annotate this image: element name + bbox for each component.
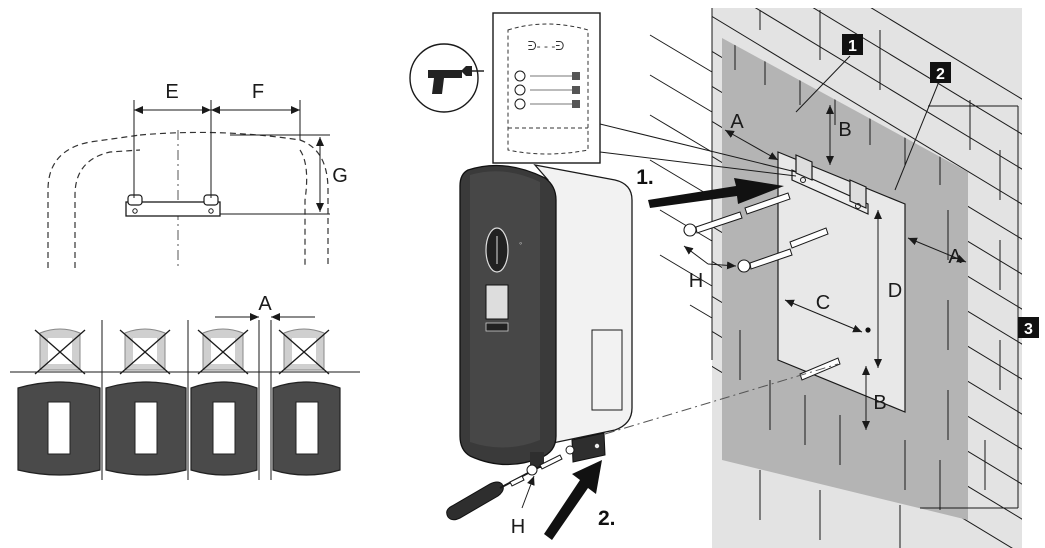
svg-text:1: 1 [848,38,857,55]
inverter-valid-3 [190,381,258,476]
label-D: D [888,280,902,302]
label-A-spacing: A [258,293,272,315]
inverter-valid-4 [272,381,341,476]
spacing-top-view: E F G [47,81,348,268]
label-H-bottom: H [511,516,525,538]
badge-1: 1 [842,34,863,55]
inverter: ◦ [459,164,633,468]
alignment-line [604,363,839,435]
svg-text:ᕭ- - -ᕭ: ᕭ- - -ᕭ [528,39,565,53]
dowel-middle [789,227,829,249]
inverter-valid-1 [17,381,101,476]
label-A-wall-right: A [948,246,962,268]
label-H-wall: H [689,270,703,292]
screw-top [683,211,743,237]
dowel-top [744,192,791,215]
invalid-position-4 [278,328,330,375]
wall-bracket [791,154,869,215]
wall-grid-lines [711,8,1001,548]
zone-3-bracket [920,105,1019,509]
step-2-arrow: 2. [544,460,616,540]
wall-dimensions: A B A C D B [724,105,967,430]
step-2-label: 2. [598,507,616,530]
invalid-position-3 [197,328,249,375]
drill-icon [409,43,484,113]
label-A-wall-left: A [730,111,744,133]
step-1-label: 1. [636,166,654,189]
inverter-valid-2 [105,381,187,476]
invalid-position-2 [119,328,171,375]
label-E: E [165,81,178,103]
screw-and-dowel-set: H [683,192,871,381]
label-B-top: B [838,119,851,141]
label-F: F [252,81,264,103]
screw-middle [737,248,793,273]
label-G: G [332,165,348,187]
svg-text:◦: ◦ [519,238,522,248]
clearance-zone [722,38,968,520]
svg-text:3: 3 [1024,321,1033,338]
badge-2: 2 [930,62,951,83]
step-1-arrow: 1. [636,166,784,208]
label-C: C [816,292,830,314]
svg-text:2: 2 [936,66,945,83]
side-by-side-arrangement: A [10,293,360,480]
screwdriver-icon: H [446,445,575,538]
label-B-bottom: B [873,392,886,414]
invalid-position-1 [34,328,86,375]
badge-3: 3 [1018,317,1039,338]
drilling-template: ᕭ- - -ᕭ [492,12,601,164]
